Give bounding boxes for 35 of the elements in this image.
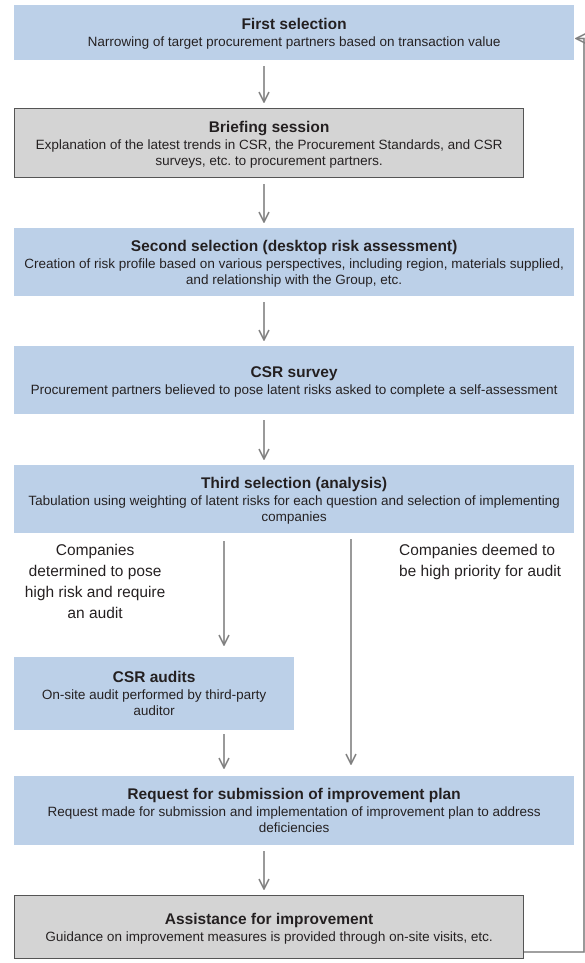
process-box (14, 346, 574, 414)
box-heading: CSR audits (112, 668, 196, 687)
box-description: Creation of risk profile based on various perspectives, including region, materials supplied, and relationship with the Group, etc. (23, 256, 565, 288)
arrow (524, 32, 585, 953)
arrow (258, 184, 270, 223)
arrow (218, 734, 230, 769)
process-box (14, 465, 574, 533)
box-description: Explanation of the latest trends in CSR, the Procurement Standards, and CSR surveys, etc. to procurement partners. (34, 136, 504, 168)
process-box (14, 108, 524, 178)
arrow (258, 851, 270, 890)
edge-label: Companies deemed to be high priority for audit (399, 541, 562, 582)
box-description: Request made for submission and implementation of improvement plan to address deficiencies (46, 804, 542, 836)
box-description: Tabulation using weighting of latent risks for each question and selection of implementing companies (27, 492, 561, 524)
box-description: Guidance on improvement measures is provided through on-site visits, etc. (45, 928, 493, 944)
box-heading: Request for submission of improvement plan (127, 785, 461, 804)
edge-label: Companies determined to pose high risk and require an audit (24, 541, 166, 624)
process-box (14, 228, 574, 296)
arrow (218, 541, 230, 646)
box-heading: Briefing session (208, 118, 330, 136)
box-heading: Third selection (analysis) (200, 474, 388, 492)
box-heading: Second selection (desktop risk assessment) (130, 236, 458, 256)
arrow (258, 302, 270, 341)
box-description: On-site audit performed by third-party auditor (40, 687, 268, 719)
process-box (14, 657, 294, 730)
box-heading: First selection (241, 15, 347, 34)
box-heading: Assistance for improvement (164, 910, 374, 928)
process-box (14, 776, 574, 845)
box-description: Procurement partners believed to pose latent risks asked to complete a self-assessment (30, 382, 558, 398)
arrow (345, 539, 357, 765)
box-heading: CSR survey (250, 362, 338, 382)
arrow (258, 66, 270, 103)
process-box (14, 895, 524, 959)
process-box (14, 5, 574, 60)
box-description: Narrowing of target procurement partners based on transaction value (88, 34, 500, 50)
arrow (258, 420, 270, 460)
